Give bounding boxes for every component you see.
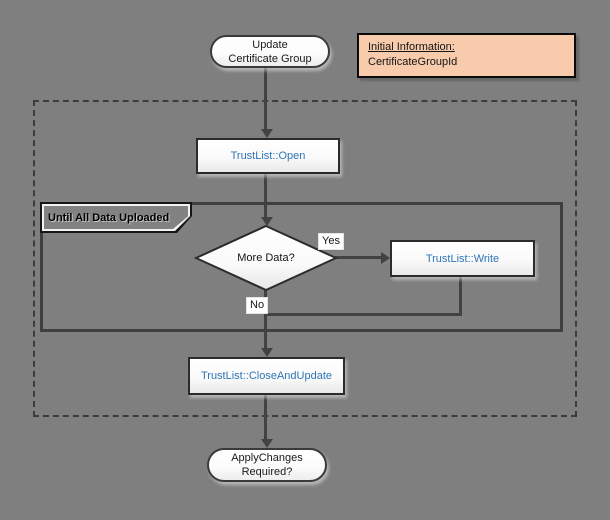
no-edge-label: No [246, 297, 269, 314]
note-title: Initial Information: [368, 41, 455, 53]
down-arrowhead-icon [261, 439, 273, 448]
end-label-line2: Required? [241, 466, 293, 478]
down-arrowhead-icon [261, 217, 273, 226]
flow-connector [264, 174, 267, 218]
flow-connector [264, 394, 267, 439]
note-body: CertificateGroupId [368, 56, 458, 68]
yes-edge-label: Yes [318, 233, 344, 250]
flow-connector [335, 256, 383, 259]
flow-connector [459, 276, 462, 316]
start-label-line2: Certificate Group [228, 52, 312, 65]
decision-diamond-shape [193, 224, 339, 292]
flow-connector [264, 290, 267, 349]
apply-changes-terminator: ApplyChanges Required? [207, 448, 327, 482]
initial-information-note: Initial Information: CertificateGroupId [357, 33, 576, 78]
down-arrowhead-icon [261, 129, 273, 138]
loop-label: Until All Data Uploaded [48, 211, 170, 224]
more-data-decision: More Data? [193, 224, 339, 292]
flow-connector [266, 313, 462, 316]
down-arrowhead-icon [261, 348, 273, 357]
start-label-line1: Update [252, 38, 288, 51]
flow-connector [264, 67, 267, 130]
trustlist-open-label: TrustList::Open [230, 150, 306, 162]
loop-frame [40, 202, 563, 332]
loop-tab-fill [44, 206, 188, 229]
start-terminator: Update Certificate Group [210, 35, 330, 68]
trustlist-write-process: TrustList::Write [390, 240, 535, 277]
dashed-boundary-region [33, 100, 577, 417]
trustlist-open-process: TrustList::Open [196, 138, 340, 174]
trustlist-closeandupdate-process: TrustList::CloseAndUpdate [188, 357, 345, 395]
end-label-line1: ApplyChanges [231, 452, 303, 464]
trustlist-write-label: TrustList::Write [425, 252, 500, 265]
trustlist-closeandupdate-label: TrustList::CloseAndUpdate [200, 370, 333, 382]
loop-tab: Until All Data Uploaded [40, 202, 192, 233]
decision-label: More Data? [237, 252, 295, 264]
right-arrowhead-icon [381, 252, 390, 264]
